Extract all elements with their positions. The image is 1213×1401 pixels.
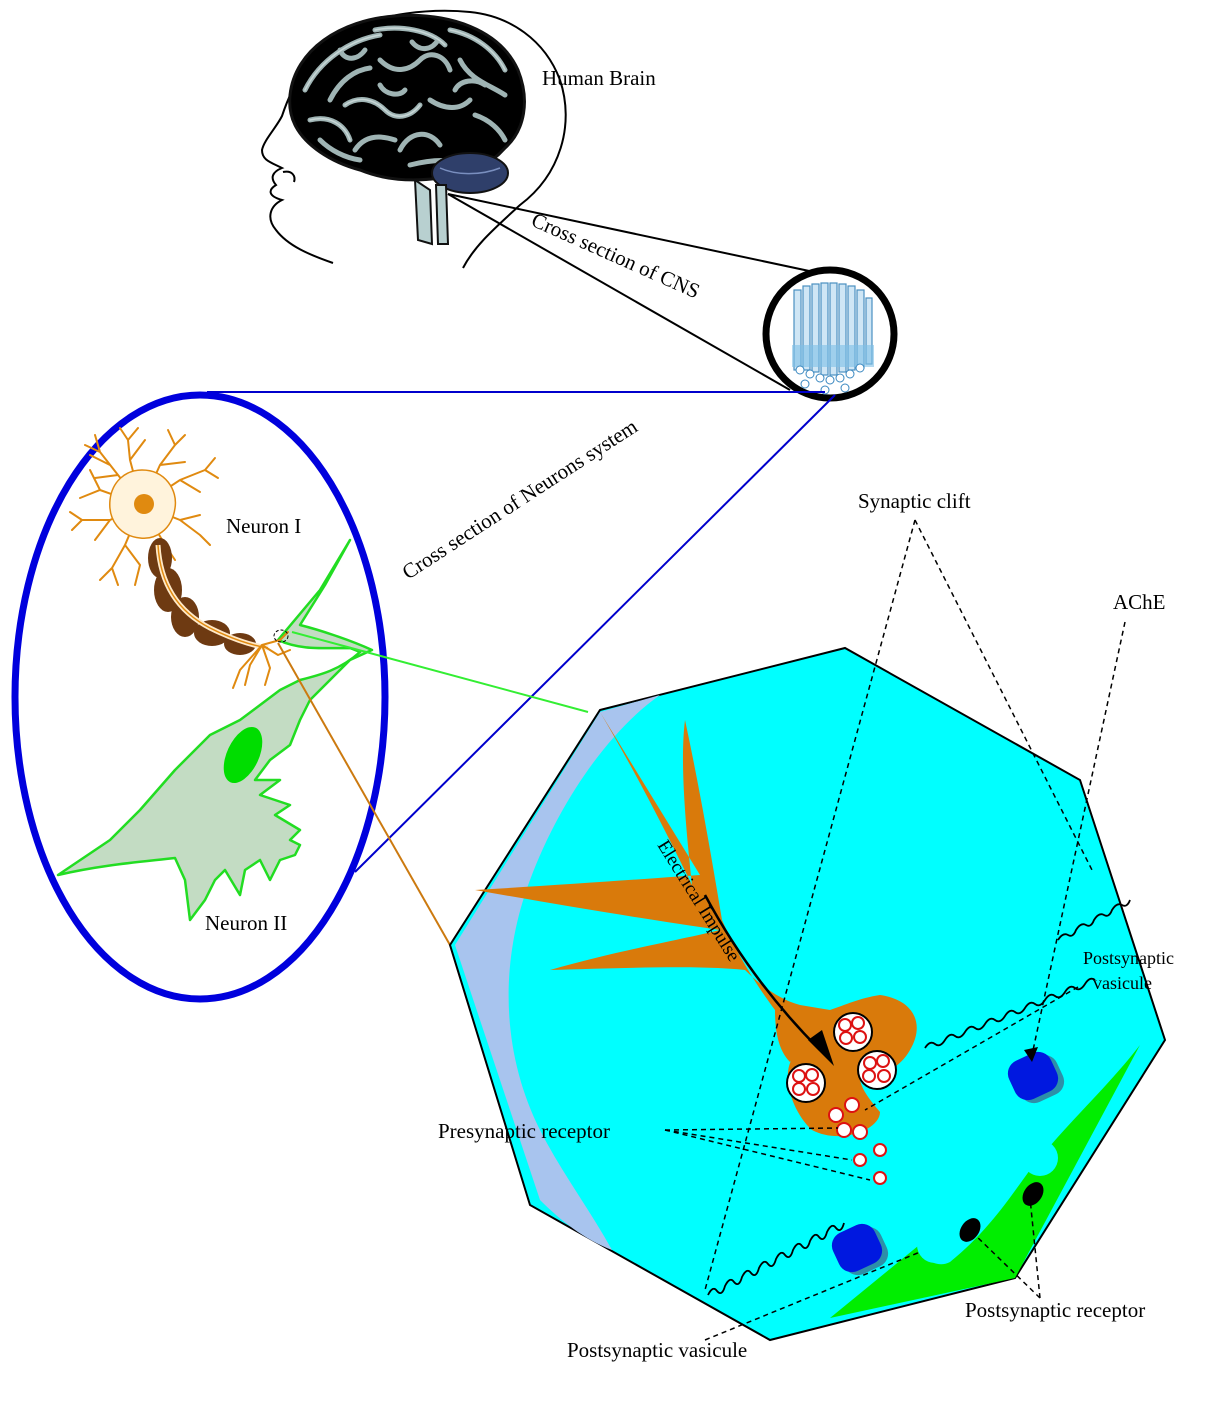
neuron-2-label: Neuron II [205, 911, 287, 935]
cns-cross-section-circle [766, 270, 894, 398]
presynaptic-receptor-label: Presynaptic receptor [438, 1119, 610, 1143]
postsynaptic-vasicule-right-label-line1: Postsynaptic [1083, 948, 1174, 968]
neuron-1 [70, 428, 290, 688]
receptor-pocket-2 [917, 1227, 953, 1263]
neuron-1-label: Neuron I [226, 514, 301, 538]
postsynaptic-vasicule-bottom-label: Postsynaptic vasicule [567, 1338, 747, 1362]
neuron-1-nucleus [134, 494, 154, 514]
synapse-detail: Electrical Impulse [450, 648, 1165, 1340]
human-brain-label: Human Brain [542, 66, 656, 90]
synaptic-clift-label: Synaptic clift [858, 489, 971, 513]
neurons-cross-section-label: Cross section of Neurons system [398, 414, 642, 584]
postsynaptic-receptor-label: Postsynaptic receptor [965, 1298, 1145, 1322]
brain [290, 15, 525, 244]
postsynaptic-vasicule-right-label-line2: vasicule [1093, 973, 1152, 993]
receptor-pocket-1 [1022, 1140, 1058, 1176]
ache-label: AChE [1113, 590, 1166, 614]
neuron-2 [58, 540, 372, 920]
